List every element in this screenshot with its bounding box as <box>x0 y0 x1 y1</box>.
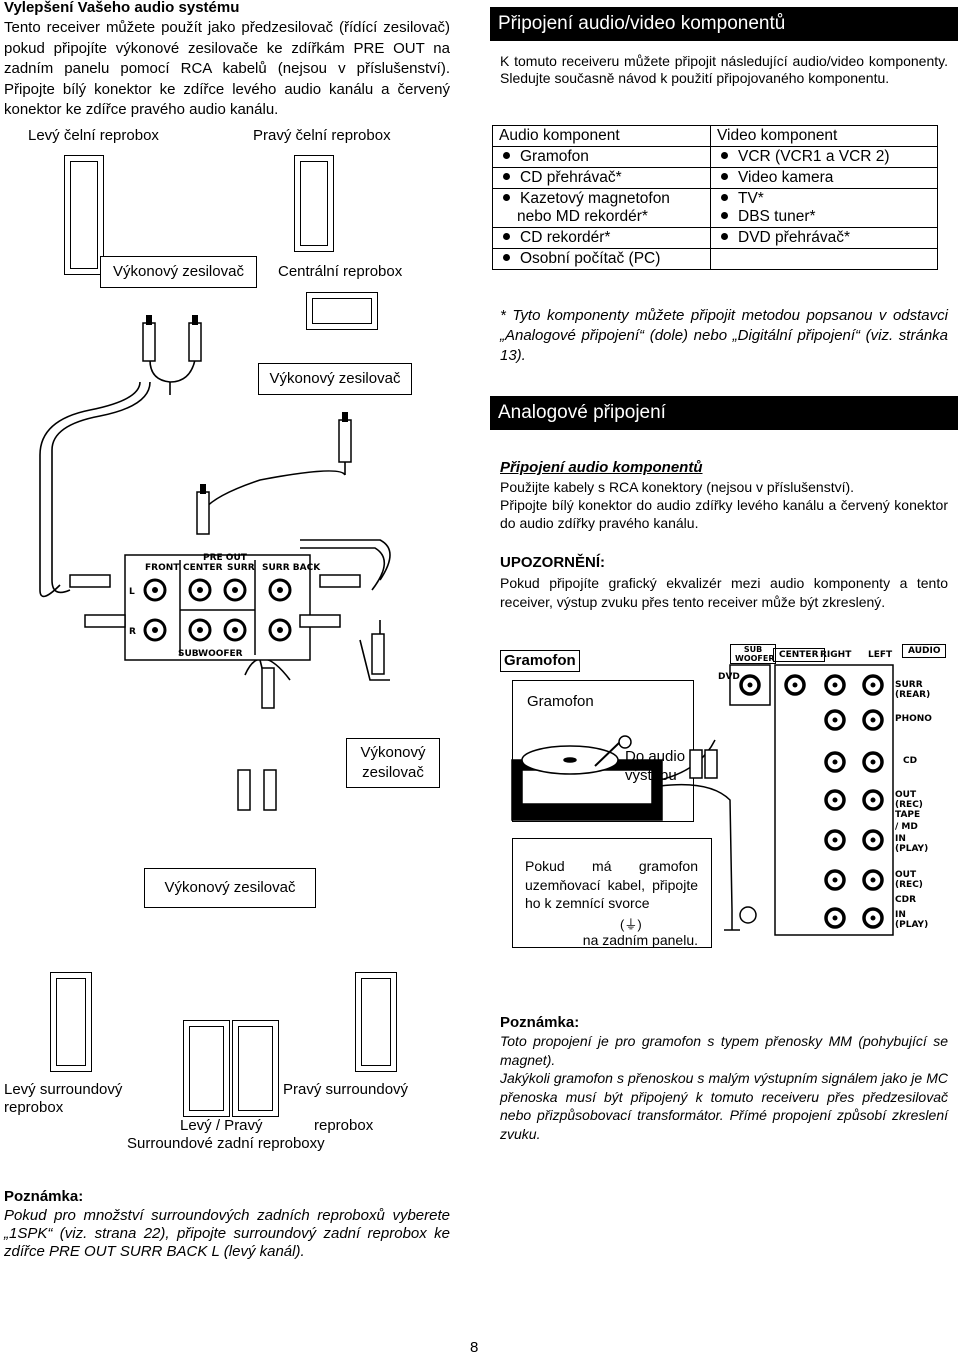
center-label: CENTER <box>183 563 223 573</box>
ground-note-a: Pokud má gramofon uzemňovací kabel, přip… <box>525 858 698 911</box>
subwoofer-label: SUBWOOFER <box>178 649 243 659</box>
center-speaker <box>306 292 378 330</box>
front-left-speaker <box>64 155 104 275</box>
upgrade-intro: Tento receiver můžete použít jako předze… <box>4 19 450 118</box>
ground-symbol-icon: (⏚) <box>620 917 642 932</box>
section-header-analog: Analogové připojení <box>490 396 958 430</box>
table-cell: Osobní počítač (PC) <box>492 248 711 270</box>
surround-left-label: Levý surroundový reprobox <box>4 1081 123 1116</box>
panel-md-label: / MD <box>895 822 918 832</box>
wiring-diagram: PRE OUT FRONT CENTER SURR SURR BACK SUBW… <box>39 315 391 811</box>
panel-center-label: CENTER <box>773 648 825 662</box>
table-cell: Gramofon <box>492 146 711 168</box>
power-amp-3: Výkonový zesilovač <box>346 738 440 788</box>
table-cell: TV*DBS tuner* <box>710 188 938 228</box>
audio-conn-text1: Použijte kabely s RCA konektory (nejsou … <box>500 479 855 495</box>
surround-right-speaker <box>355 972 397 1072</box>
turntable-diagram <box>511 735 757 931</box>
panel-left-label: LEFT <box>868 650 893 660</box>
table-header-video: Video komponent <box>710 125 938 147</box>
surround-back-right-speaker <box>232 1020 279 1117</box>
warning-text: Pokud připojíte grafický ekvalizér mezi … <box>500 575 948 610</box>
av-intro: K tomuto receiveru můžete připojit násle… <box>500 53 948 86</box>
section-header-av: Připojení audio/video komponentů <box>490 7 958 41</box>
panel-cdr-label: CDR <box>895 895 917 905</box>
power-amp-4: Výkonový zesilovač <box>144 868 316 908</box>
right-note-text1: Toto propojení je pro gramofon s typem p… <box>500 1033 948 1068</box>
page-number: 8 <box>470 1339 479 1356</box>
panel-out-rec-label: OUT (REC) <box>895 790 923 810</box>
table-cell: VCR (VCR1 a VCR 2) <box>710 146 938 168</box>
panel-tape-label: TAPE <box>895 810 921 820</box>
panel-r-label: R <box>129 627 136 637</box>
back-caption: Surroundové zadní reproboxy <box>127 1135 325 1152</box>
table-footnote: * Tyto komponenty můžete připojit metodo… <box>500 307 948 364</box>
center-speaker-label: Centrální reprobox <box>278 263 403 280</box>
sub-woofer-label: SUB WOOFER <box>730 644 776 664</box>
panel-phono-label: PHONO <box>895 714 932 724</box>
surr-back-label: SURR BACK <box>262 563 321 573</box>
table-cell: Kazetový magnetofon nebo MD rekordér* <box>492 188 711 228</box>
table-cell: CD rekordér* <box>492 227 711 249</box>
power-amp-2: Výkonový zesilovač <box>258 363 412 395</box>
rear-panel-jacks <box>729 664 894 936</box>
panel-cd-label: CD <box>903 756 918 766</box>
table-cell: Video kamera <box>710 167 938 189</box>
rear-panel: SUB WOOFER CENTER RIGHT LEFT AUDIO DVD S… <box>715 640 953 940</box>
front-right-label: Pravý čelní reprobox <box>253 127 391 144</box>
do-audio-label: Do audio výstupu <box>625 748 686 784</box>
audio-conn-title: Připojení audio komponentů <box>500 459 703 476</box>
surr-label: SURR <box>227 563 255 573</box>
right-note-title: Poznámka: <box>500 1014 580 1031</box>
front-left-label: Levý čelní reprobox <box>28 127 159 144</box>
panel-dvd-label: DVD <box>718 672 740 682</box>
table-cell: CD přehrávač* <box>492 167 711 189</box>
surround-left-speaker <box>50 972 92 1072</box>
ground-note-b: na zadním panelu. <box>582 932 698 948</box>
warning-title: UPOZORNĚNÍ: <box>500 554 605 571</box>
surround-back-left-speaker <box>183 1020 230 1117</box>
table-cell <box>710 248 938 270</box>
back-lr-label: Levý / Pravý <box>180 1117 263 1134</box>
back-reprobox-label: reprobox <box>314 1117 374 1134</box>
table-header-audio: Audio komponent <box>492 125 711 147</box>
left-note-text: Pokud pro množství surroundových zadních… <box>4 1207 450 1260</box>
gramofon-label: Gramofon <box>527 693 594 710</box>
power-amp-1: Výkonový zesilovač <box>100 256 257 288</box>
panel-in-play2-label: IN (PLAY) <box>895 910 929 930</box>
right-note-text2: Jakýkoli gramofon s přenoskou s malým vý… <box>500 1070 948 1142</box>
panel-surr-rear-label: SURR (REAR) <box>895 680 931 700</box>
pre-out-panel-labels: PRE OUT FRONT CENTER SURR SURR BACK SUBW… <box>129 553 321 659</box>
pre-out-label: PRE OUT <box>203 553 248 563</box>
panel-right-label: RIGHT <box>820 650 852 660</box>
gramofon-box: Gramofon <box>500 650 580 672</box>
panel-in-play-label: IN (PLAY) <box>895 834 929 854</box>
left-note-title: Poznámka: <box>4 1188 84 1205</box>
component-table: Audio komponent Video komponent Gramofon… <box>492 125 938 270</box>
audio-conn-text2: Připojte bílý konektor do audio zdířky l… <box>500 497 948 531</box>
ground-note-frame <box>512 838 712 948</box>
panel-audio-label: AUDIO <box>902 644 947 658</box>
section-title-upgrade: Vylepšení Vašeho audio systému <box>4 0 240 16</box>
panel-l-label: L <box>129 587 135 597</box>
front-right-speaker <box>294 155 334 252</box>
table-cell: DVD přehrávač* <box>710 227 938 249</box>
surround-right-label: Pravý surroundový <box>283 1081 409 1098</box>
panel-out-rec2-label: OUT (REC) <box>895 870 923 890</box>
front-label: FRONT <box>145 563 180 573</box>
